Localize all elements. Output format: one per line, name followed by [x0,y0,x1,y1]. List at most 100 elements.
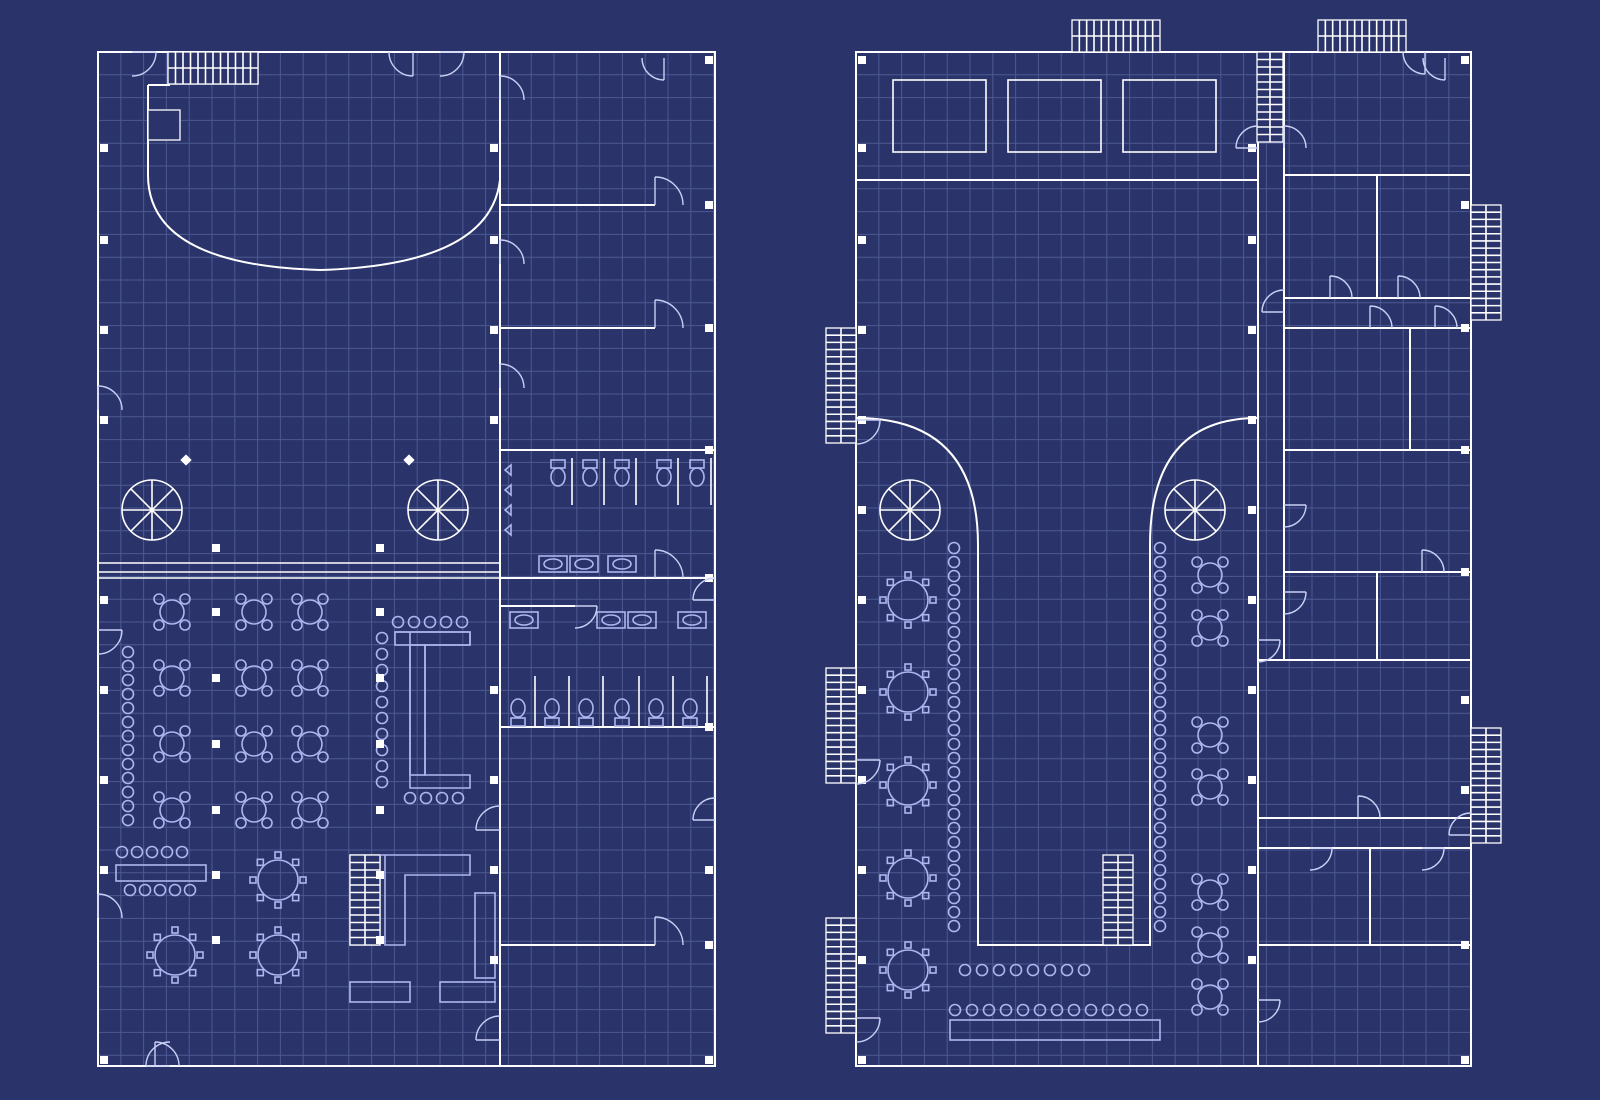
dining-table-icon [241,797,267,823]
dining-table-icon [159,797,185,823]
chair-icon [317,751,329,763]
chair-icon [153,933,162,942]
column-icon [705,1056,713,1064]
door-swing-icon [145,1041,171,1067]
chair-icon [886,613,895,622]
sink-icon [607,555,637,573]
left-side-room-walls [500,204,715,946]
marker-icon [403,454,415,466]
column-icon [100,1056,108,1064]
column-icon [100,776,108,784]
door-swing-icon [499,239,525,265]
chair-icon [1153,555,1167,569]
door-swing-icon [1235,125,1259,149]
chair-icon [1153,905,1167,919]
chair-icon [947,667,961,681]
sink-icon [509,611,539,629]
chair-icon [1067,1003,1081,1017]
column-icon [490,326,498,334]
chair-icon [291,858,300,867]
chair-icon [391,615,405,629]
chair-icon [1217,582,1229,594]
toilet-icon [656,459,672,469]
bar-counter [394,631,471,789]
chair-icon [947,597,961,611]
sink-icon [612,558,632,570]
chair-icon [153,751,165,763]
side-counter [474,892,496,979]
chair-icon [179,817,191,829]
chair-icon [153,883,167,897]
chair-icon [1191,952,1203,964]
chair-icon [1191,1004,1203,1016]
sink-icon [601,614,621,626]
door-swing-icon [475,1015,501,1041]
door-swing-icon [154,1041,180,1067]
chair-icon [947,681,961,695]
round-table-icon [887,579,929,621]
column-icon [100,686,108,694]
chair-icon [1217,1004,1229,1016]
chair-icon [451,791,465,805]
chair-icon [375,679,389,693]
chair-icon [1153,569,1167,583]
chair-icon [1153,821,1167,835]
chair-icon [947,695,961,709]
chair-icon [115,845,129,859]
column-icon [376,871,384,879]
chair-icon [235,659,247,671]
door-swing-icon [855,419,881,445]
chair-icon [1153,597,1167,611]
column-icon [1248,326,1256,334]
door-swing-icon [855,759,881,785]
chair-icon [175,845,189,859]
chair-icon [921,983,930,992]
door-swing-icon [1369,305,1393,329]
door-swing-icon [1422,57,1446,81]
chair-icon [1077,963,1091,977]
chair-icon [921,705,930,714]
chair-icon [317,619,329,631]
chair-icon [1191,556,1203,568]
column-icon [490,144,498,152]
chair-icon [121,799,135,813]
column-icon [212,806,220,814]
chair-icon [904,713,912,721]
toilet-icon [550,459,566,469]
chair-icon [1060,963,1074,977]
column-icon [1248,416,1256,424]
toilet-icon [550,467,566,487]
chair-icon [1217,609,1229,621]
toilet-icon [648,698,664,718]
chair-icon [1050,1003,1064,1017]
chair-icon [921,891,930,900]
column-icon [705,866,713,874]
chair-icon [145,845,159,859]
chair-icon [153,817,165,829]
column-icon [376,806,384,814]
column-icon [705,574,713,582]
chair-icon [121,673,135,687]
spiral-step [909,488,932,511]
chair-icon [317,593,329,605]
chair-icon [160,845,174,859]
column-icon [858,1056,866,1064]
column-icon [490,236,498,244]
chair-icon [299,951,307,959]
spiral-step [437,488,460,511]
door-swing-icon [641,57,665,81]
chair-icon [146,951,154,959]
toilet-icon [689,467,705,487]
chair-icon [274,901,282,909]
spiral-step [416,509,439,532]
chair-icon [179,791,191,803]
chair-icon [1153,849,1167,863]
left-outer-wall [97,51,716,1067]
chair-icon [1026,963,1040,977]
chair-icon [188,968,197,977]
chair-icon [879,596,887,604]
chair-icon [249,876,257,884]
chair-icon [1191,609,1203,621]
door-swing-icon [1421,549,1445,573]
round-table-icon [154,934,196,976]
